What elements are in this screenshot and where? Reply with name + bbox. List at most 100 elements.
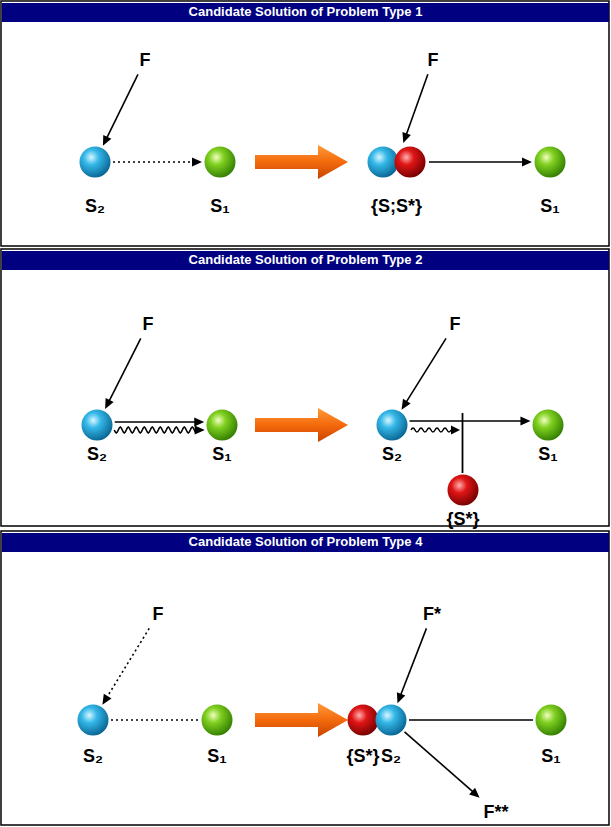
connector-line (114, 427, 196, 433)
node-label: F* (423, 604, 441, 624)
panel-frame (1, 249, 609, 526)
node-label: S₁ (538, 444, 557, 465)
ball-symbol (347, 704, 379, 736)
connector-line (107, 628, 150, 697)
connector-line (109, 338, 141, 401)
node-label: S₂ (85, 196, 105, 217)
header-text: Candidate Solution of Problem Type 2 (189, 253, 423, 268)
ball-circle (207, 410, 238, 441)
node-label: S₁ (210, 196, 229, 217)
connector-arrow (402, 338, 447, 409)
node-label: F (143, 314, 154, 334)
ball-symbol (77, 704, 109, 736)
node-label: F (450, 314, 461, 334)
ball-node: S₂ (81, 409, 113, 441)
connector-arrow (103, 74, 138, 145)
node-label: S₁ (212, 444, 231, 465)
node-label: S₂ (83, 746, 103, 767)
connector-arrow (405, 732, 480, 798)
arrowhead (103, 135, 111, 146)
ball-symbol (81, 409, 113, 441)
connector-line (406, 338, 446, 403)
header-band: Candidate Solution of Problem Type 2 (2, 251, 609, 270)
transform-arrow (255, 703, 348, 737)
ball-node: S₂ (375, 704, 407, 736)
ball-node: S₁ (535, 704, 567, 736)
connector-arrow (115, 418, 205, 427)
connector-line (115, 421, 197, 423)
ball-circle (82, 410, 113, 441)
ball-node: S₁ (201, 704, 233, 736)
ball-circle (78, 705, 109, 736)
connector-arrow (402, 74, 427, 143)
arrowhead (402, 132, 410, 143)
connector-line (405, 732, 474, 793)
arrowhead (520, 417, 530, 426)
node-label: S₁ (207, 746, 226, 767)
force-label: F (448, 313, 463, 336)
ball-symbol (532, 409, 564, 441)
ball-circle (395, 147, 426, 178)
header-band: Candidate Solution of Problem Type 1 (2, 3, 609, 22)
header-band: Candidate Solution of Problem Type 4 (2, 533, 609, 552)
node-label: S₂ (382, 444, 402, 465)
connector-arrow (111, 720, 199, 721)
connector-line (113, 161, 194, 163)
connector-line (111, 719, 199, 721)
connector-line (409, 719, 533, 721)
ball-symbol (204, 146, 236, 178)
node-label: S₁ (540, 196, 559, 217)
node-label: S₂ (87, 444, 107, 465)
inhibited-wavy-arrow (411, 428, 451, 432)
force-label: F (138, 49, 153, 72)
ball-symbol (206, 409, 238, 441)
ball-node: S₂ (77, 704, 109, 736)
arrowhead (102, 694, 111, 705)
node-label: F (428, 50, 439, 70)
transform-arrow (255, 145, 348, 179)
arrowhead (469, 788, 479, 798)
connector-arrow (114, 426, 204, 435)
connector-line (410, 420, 523, 422)
force-label: F** (481, 801, 510, 824)
connector-arrow (113, 158, 202, 167)
ball-circle (376, 705, 407, 736)
node-label: F (153, 604, 164, 624)
node-label: F (140, 50, 151, 70)
node-label: S₁ (541, 746, 560, 767)
header-text: Candidate Solution of Problem Type 1 (189, 5, 423, 20)
arrowhead (522, 158, 532, 167)
ball-circle (205, 147, 236, 178)
node-label: {S*} (446, 509, 479, 530)
ball-circle (348, 705, 379, 736)
connector-arrow (105, 338, 141, 409)
ball-circle (533, 410, 564, 441)
ball-circle (368, 147, 399, 178)
connector-line (400, 628, 426, 695)
arrowhead (195, 426, 205, 435)
connector-arrow (409, 720, 533, 721)
ball-symbol (79, 146, 111, 178)
connector-arrow (429, 158, 532, 167)
ball-symbol (447, 474, 479, 506)
ball-symbol (535, 704, 567, 736)
node-label: S₂ (381, 746, 401, 767)
ball-node: S₁ (534, 146, 566, 178)
ball-circle (448, 475, 479, 506)
connector-line (429, 161, 524, 163)
ball-node: {S*} (347, 704, 379, 736)
ball-symbol (534, 146, 566, 178)
arrowhead (194, 418, 204, 427)
ball-symbol (201, 704, 233, 736)
ball-symbol (375, 704, 407, 736)
ball-node: {S*} (447, 474, 479, 506)
ball-node: S₁ (206, 409, 238, 441)
transform-arrow (255, 408, 348, 442)
arrowhead (105, 398, 114, 409)
panel-frame (1, 531, 609, 825)
connector-line (406, 74, 428, 135)
connector-line (106, 74, 138, 138)
connector-arrow (397, 628, 427, 703)
force-label: F (426, 49, 441, 72)
connector-arrow (410, 417, 531, 426)
